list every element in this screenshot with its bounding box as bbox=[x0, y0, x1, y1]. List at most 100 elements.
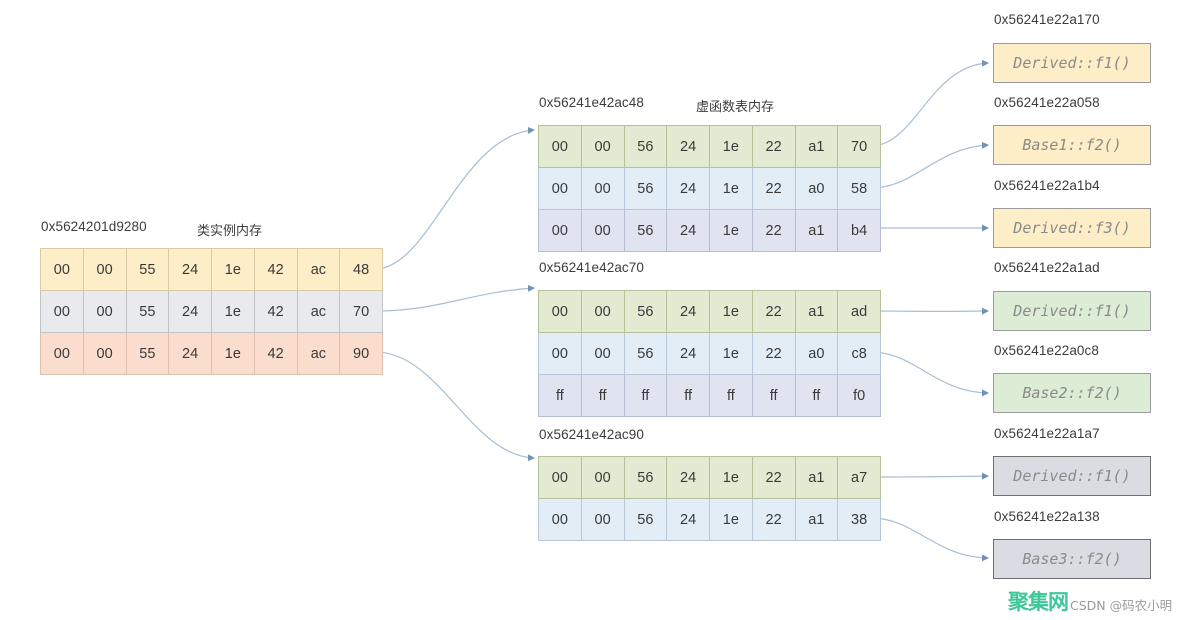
byte-cell: 1e bbox=[211, 332, 255, 375]
byte-cell: 00 bbox=[538, 332, 582, 375]
byte-cell: 56 bbox=[623, 456, 668, 499]
byte-cell: 24 bbox=[666, 456, 710, 499]
byte-cell: b4 bbox=[837, 209, 881, 252]
function-box-derived-f1-a1ad[interactable]: Derived::f1() bbox=[993, 291, 1151, 331]
byte-cell: 1e bbox=[709, 167, 753, 210]
byte-cell: 55 bbox=[125, 248, 170, 291]
byte-cell: 22 bbox=[751, 332, 796, 375]
byte-cell: 1e bbox=[211, 248, 255, 291]
byte-cell: 22 bbox=[751, 209, 796, 252]
byte-cell: 58 bbox=[837, 167, 881, 210]
byte-cell: 42 bbox=[253, 248, 298, 291]
byte-cell: 55 bbox=[125, 290, 170, 333]
byte-cell: ff bbox=[709, 374, 753, 417]
byte-cell: 24 bbox=[666, 209, 710, 252]
byte-cell: 24 bbox=[666, 332, 710, 375]
byte-cell: 24 bbox=[168, 332, 212, 375]
byte-cell: 1e bbox=[709, 498, 753, 541]
function-3-address-label: 0x56241e22a1ad bbox=[994, 260, 1100, 275]
byte-cell: a7 bbox=[837, 456, 881, 499]
vtable-0-address-label: 0x56241e42ac48 bbox=[539, 95, 644, 110]
function-box-base2-f2-a0c8[interactable]: Base2::f2() bbox=[993, 373, 1151, 413]
byte-cell: ad bbox=[837, 290, 881, 333]
function-box-derived-f3-a1b4[interactable]: Derived::f3() bbox=[993, 208, 1151, 248]
byte-cell: 56 bbox=[623, 498, 668, 541]
byte-cell: 22 bbox=[751, 498, 796, 541]
instance-caption: 类实例内存 bbox=[197, 224, 263, 239]
byte-cell: a1 bbox=[794, 125, 839, 168]
byte-cell: ac bbox=[296, 248, 341, 291]
byte-cell: 00 bbox=[580, 290, 625, 333]
byte-cell: 00 bbox=[538, 456, 582, 499]
byte-cell: 1e bbox=[709, 456, 753, 499]
function-0-address-label: 0x56241e22a170 bbox=[994, 12, 1100, 27]
byte-cell: 1e bbox=[709, 332, 753, 375]
byte-cell: 00 bbox=[40, 248, 84, 291]
byte-cell: ff bbox=[666, 374, 710, 417]
byte-cell: c8 bbox=[837, 332, 881, 375]
byte-cell: ff bbox=[580, 374, 625, 417]
watermark-credit: CSDN @码农小明 bbox=[1070, 597, 1173, 613]
byte-cell: 00 bbox=[538, 498, 582, 541]
byte-cell: 00 bbox=[580, 456, 625, 499]
byte-cell: a0 bbox=[794, 167, 839, 210]
byte-cell: f0 bbox=[837, 374, 881, 417]
byte-cell: 00 bbox=[538, 290, 582, 333]
byte-cell: 42 bbox=[253, 290, 298, 333]
byte-cell: 22 bbox=[751, 290, 796, 333]
byte-cell: a1 bbox=[794, 290, 839, 333]
byte-cell: 24 bbox=[666, 167, 710, 210]
byte-cell: 24 bbox=[666, 498, 710, 541]
function-box-derived-f1-a170[interactable]: Derived::f1() bbox=[993, 43, 1151, 83]
function-box-derived-f1-a1a7[interactable]: Derived::f1() bbox=[993, 456, 1151, 496]
byte-cell: 55 bbox=[125, 332, 170, 375]
byte-cell: 38 bbox=[837, 498, 881, 541]
byte-cell: ac bbox=[296, 332, 341, 375]
byte-cell: 70 bbox=[837, 125, 881, 168]
byte-cell: 00 bbox=[580, 332, 625, 375]
instance-address-label: 0x5624201d9280 bbox=[41, 219, 147, 234]
byte-cell: 22 bbox=[751, 456, 796, 499]
byte-cell: 00 bbox=[40, 332, 84, 375]
byte-cell: 48 bbox=[339, 248, 383, 291]
byte-cell: 22 bbox=[751, 125, 796, 168]
byte-cell: 1e bbox=[211, 290, 255, 333]
byte-cell: 00 bbox=[580, 125, 625, 168]
byte-cell: 00 bbox=[580, 209, 625, 252]
function-6-address-label: 0x56241e22a138 bbox=[994, 509, 1100, 524]
function-box-base1-f2-a058[interactable]: Base1::f2() bbox=[993, 125, 1151, 165]
byte-cell: 00 bbox=[580, 167, 625, 210]
watermark-logo: 聚集网 bbox=[1008, 590, 1069, 614]
byte-cell: 1e bbox=[709, 209, 753, 252]
byte-cell: 00 bbox=[538, 125, 582, 168]
byte-cell: 1e bbox=[709, 290, 753, 333]
byte-cell: a1 bbox=[794, 209, 839, 252]
byte-cell: a1 bbox=[794, 498, 839, 541]
byte-cell: 56 bbox=[623, 125, 668, 168]
byte-cell: 00 bbox=[538, 167, 582, 210]
function-2-address-label: 0x56241e22a1b4 bbox=[994, 178, 1100, 193]
function-box-base3-f2-a138[interactable]: Base3::f2() bbox=[993, 539, 1151, 579]
byte-cell: 70 bbox=[339, 290, 383, 333]
byte-cell: 22 bbox=[751, 167, 796, 210]
function-1-address-label: 0x56241e22a058 bbox=[994, 95, 1100, 110]
byte-cell: 00 bbox=[82, 248, 127, 291]
byte-cell: ff bbox=[623, 374, 668, 417]
byte-cell: 1e bbox=[709, 125, 753, 168]
byte-cell: a0 bbox=[794, 332, 839, 375]
byte-cell: 56 bbox=[623, 209, 668, 252]
byte-cell: a1 bbox=[794, 456, 839, 499]
byte-cell: 00 bbox=[82, 290, 127, 333]
